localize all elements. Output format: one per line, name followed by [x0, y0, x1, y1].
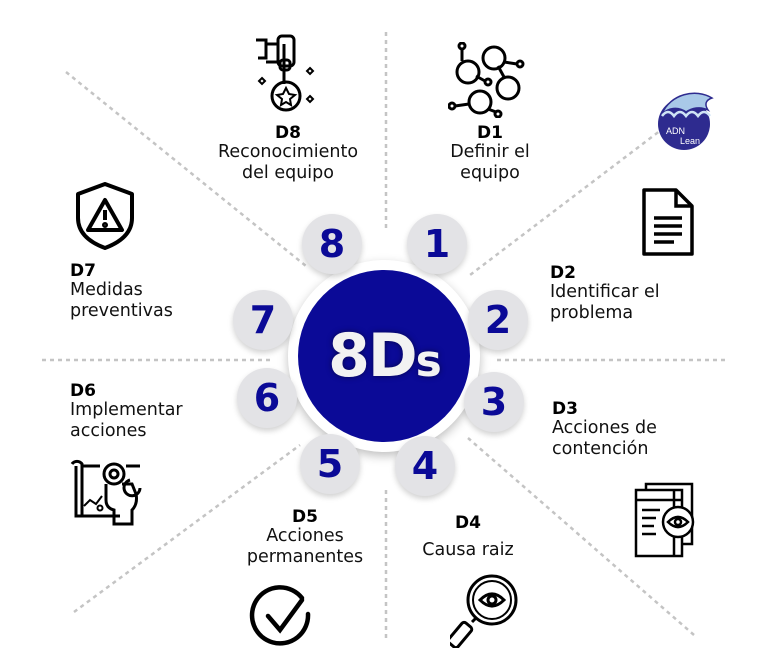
- step-d5: D5 Acciones permanentes: [230, 508, 380, 568]
- step-code: D3: [552, 399, 578, 419]
- step-label: preventivas: [70, 301, 173, 321]
- step-label: contención: [552, 439, 649, 459]
- step-d8: D8 Reconocimiento del equipo: [200, 124, 376, 184]
- step-number-8[interactable]: 8: [302, 214, 362, 274]
- step-label: del equipo: [242, 163, 334, 183]
- step-label: acciones: [70, 421, 147, 441]
- svg-text:Lean: Lean: [680, 136, 700, 146]
- step-code: D2: [550, 263, 576, 283]
- step-label: Identificar el: [550, 282, 660, 302]
- step-code: D5: [292, 507, 318, 527]
- step-label: Medidas: [70, 280, 143, 300]
- step-label: Definir el: [450, 142, 530, 162]
- step-label: permanentes: [246, 547, 364, 567]
- step-d6: D6 Implementar acciones: [70, 382, 240, 442]
- step-code: D8: [275, 123, 301, 143]
- step-label: Acciones: [266, 526, 344, 546]
- central-8ds-badge: 8Ds: [288, 260, 480, 452]
- shield-warning-icon: [72, 180, 138, 252]
- step-number-2[interactable]: 2: [468, 290, 528, 350]
- step-number-4[interactable]: 4: [395, 436, 455, 496]
- svg-text:ADN: ADN: [666, 126, 685, 136]
- document-eye-icon: [634, 482, 702, 558]
- step-code: D7: [70, 261, 96, 281]
- hub-title: 8Ds: [328, 321, 442, 391]
- step-number-1[interactable]: 1: [407, 214, 467, 274]
- step-number-3[interactable]: 3: [464, 372, 524, 432]
- step-d4: D4 Causa raiz: [408, 514, 528, 561]
- step-code: D4: [455, 513, 481, 533]
- step-d3: D3 Acciones de contención: [552, 400, 722, 460]
- check-circle-icon: [248, 584, 314, 650]
- step-d1: D1 Definir el equipo: [420, 124, 560, 184]
- step-number-5[interactable]: 5: [300, 434, 360, 494]
- magnifier-eye-icon: [450, 572, 520, 648]
- hand-gear-plan-icon: [70, 456, 150, 526]
- team-network-icon: [448, 42, 526, 118]
- step-number-6[interactable]: 6: [237, 368, 297, 428]
- document-icon: [640, 186, 696, 258]
- step-label: Acciones de: [552, 418, 657, 438]
- step-d2: D2 Identificar el problema: [550, 264, 720, 324]
- hand-medal-icon: [250, 34, 322, 114]
- step-label: Reconocimiento: [217, 142, 359, 162]
- step-label: equipo: [460, 163, 520, 183]
- step-d7: D7 Medidas preventivas: [70, 262, 240, 322]
- adn-lean-logo: ADN Lean: [652, 80, 724, 152]
- step-label: Implementar: [70, 400, 183, 420]
- step-code: D6: [70, 381, 96, 401]
- central-circle: 8Ds: [298, 270, 470, 442]
- step-label: Causa raiz: [422, 540, 514, 560]
- step-number-7[interactable]: 7: [233, 290, 293, 350]
- step-label: problema: [550, 303, 634, 323]
- step-code: D1: [477, 123, 503, 143]
